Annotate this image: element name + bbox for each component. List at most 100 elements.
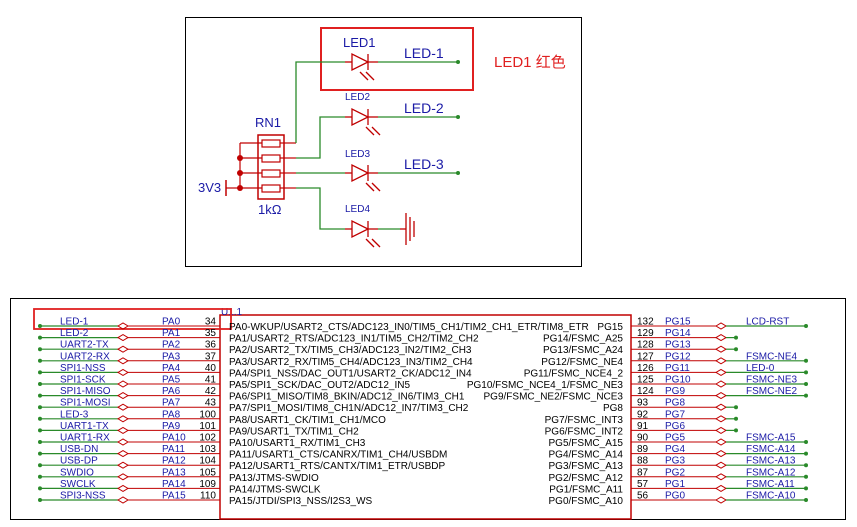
led-circuit-panel: LED1 红色 RN1 — [185, 17, 582, 267]
left-pin-number: 103 — [199, 444, 216, 455]
right-pin-function: PG8 — [603, 403, 623, 414]
pin-io-marker — [117, 380, 129, 388]
left-pin-name: PA12 — [162, 456, 186, 467]
pin-io-marker — [117, 496, 129, 504]
left-net-label: LED-1 — [60, 317, 89, 328]
net-end-dot — [804, 382, 808, 386]
pin-io-marker — [715, 461, 727, 469]
left-net-label: USB-DN — [60, 444, 98, 455]
left-net-label: UART2-RX — [60, 351, 110, 362]
pin-io-marker — [117, 334, 129, 342]
right-pin-number: 57 — [637, 479, 649, 490]
right-pin-function: PG6/FSMC_INT2 — [545, 426, 624, 437]
left-pin-function: PA2/USART2_TX/TIM5_CH3/ADC123_IN2/TIM2_C… — [229, 345, 472, 356]
left-pin-name: PA13 — [162, 467, 186, 478]
left-net-label: UART2-TX — [60, 340, 109, 351]
left-pin-function: PA13/JTMS-SWDIO — [229, 473, 319, 484]
left-pin-number: 36 — [205, 340, 217, 351]
right-net-label: LCD-RST — [746, 317, 789, 328]
right-pin-function: PG9/FSMC_NE2/FSMC_NCE3 — [484, 392, 624, 403]
pin-io-marker — [715, 450, 727, 458]
right-pin-name: PG13 — [665, 340, 691, 351]
right-pin-name: PG1 — [665, 479, 685, 490]
right-pin-name: PG8 — [665, 398, 685, 409]
net-end-dot — [804, 486, 808, 491]
left-net-label: SWCLK — [60, 479, 96, 490]
left-pin-function: PA8/USART1_CK/TIM1_CH1/MCO — [229, 415, 386, 426]
right-net-label: FSMC-A14 — [746, 444, 796, 455]
left-pin-name: PA10 — [162, 433, 186, 444]
supply-label: 3V3 — [198, 180, 221, 195]
left-pin-number: 109 — [199, 479, 216, 490]
net-end-dot — [38, 463, 42, 468]
left-pin-name: PA11 — [162, 444, 185, 455]
led2-symbol — [345, 107, 381, 136]
right-pin-function: PG5/FSMC_A15 — [549, 438, 624, 449]
pin-io-marker — [117, 415, 129, 423]
right-pin-name: PG2 — [665, 467, 685, 478]
left-pin-function: PA11/USART1_CTS/CANRX/TIM1_CH4/USBDM — [229, 450, 447, 461]
left-pin-name: PA0 — [162, 317, 181, 328]
net-end-dot — [38, 440, 42, 444]
left-pin-number: 42 — [205, 386, 217, 397]
led4-symbol — [345, 219, 381, 248]
right-net-label: FSMC-A12 — [746, 467, 796, 478]
right-pin-name: PG12 — [665, 351, 691, 362]
left-pin-name: PA8 — [162, 409, 181, 420]
net-end-dot — [734, 428, 738, 433]
net-end-dot — [38, 416, 42, 421]
right-pin-number: 87 — [637, 467, 649, 478]
right-pin-number: 56 — [637, 491, 649, 502]
right-pin-function: PG4/FSMC_A14 — [549, 450, 624, 461]
net-led3: LED-3 — [404, 156, 444, 172]
right-pin-name: PG4 — [665, 444, 685, 455]
pin-io-marker — [715, 426, 727, 434]
right-net-label: FSMC-NE2 — [746, 386, 798, 397]
rn1-body — [257, 134, 285, 200]
left-pin-function: PA12/USART1_RTS/CANTX/TIM1_ETR/USBDP — [229, 461, 446, 472]
left-pin-name: PA14 — [162, 479, 186, 490]
left-pin-number: 43 — [205, 398, 217, 409]
pin-io-marker — [117, 392, 129, 400]
right-pin-row: 87 PG2 FSMC-A12 — [631, 467, 808, 481]
left-pin-function: PA6/SPI1_MISO/TIM8_BKIN/ADC12_IN6/TIM3_C… — [229, 392, 465, 403]
right-pin-function: PG0/FSMC_A10 — [549, 496, 624, 507]
left-pin-number: 41 — [205, 375, 217, 386]
net-end-dot — [38, 358, 42, 363]
net-end-dot — [38, 428, 42, 433]
right-net-label: FSMC-NE4 — [746, 351, 798, 362]
right-pin-name: PG15 — [665, 317, 691, 328]
right-pin-name: PG0 — [665, 491, 685, 502]
net-end-dot — [734, 416, 738, 421]
net-end-dot — [734, 347, 738, 352]
right-pin-function: PG7/FSMC_INT3 — [545, 415, 624, 426]
junction-dots — [237, 155, 243, 191]
left-pin-function: PA4/SPI1_NSS/DAC_OUT1/USART2_CK/ADC12_IN… — [229, 368, 472, 379]
right-pin-number: 126 — [637, 363, 654, 374]
led2-label: LED2 — [345, 92, 370, 103]
left-net-label: UART1-TX — [60, 421, 109, 432]
pin-io-marker — [117, 368, 129, 376]
right-pin-name: PG9 — [665, 386, 685, 397]
net-end-dot — [38, 451, 42, 456]
left-net-label: USB-DP — [60, 456, 98, 467]
left-pin-function: PA3/USART2_RX/TIM5_CH4/ADC123_IN3/TIM2_C… — [229, 357, 473, 368]
right-pin-number: 125 — [637, 375, 654, 386]
right-pin-function: PG3/FSMC_A13 — [549, 461, 624, 472]
left-pin-number: 104 — [199, 456, 216, 467]
net-end-dot — [804, 358, 808, 363]
